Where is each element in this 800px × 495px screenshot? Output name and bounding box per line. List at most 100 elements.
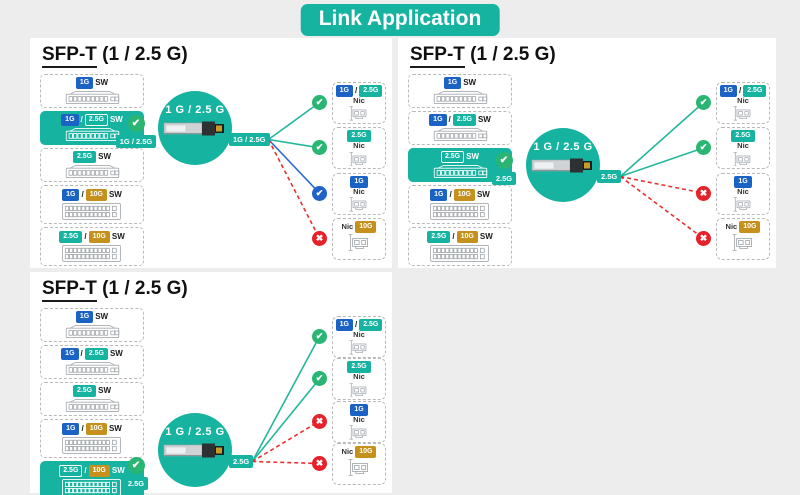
sfp-module-circle: 1 G / 2.5 G	[158, 413, 232, 487]
rate-badge-10G: 10G	[355, 220, 377, 234]
link-line-fail-red	[267, 139, 321, 239]
nic-card-icon	[349, 382, 367, 398]
heading-sfp-t: SFP-T	[42, 278, 97, 302]
page-title: Link Application	[300, 4, 500, 36]
nic-label-row: 1G	[350, 403, 368, 416]
link-ok-indicator: ✔ 2.5G	[480, 152, 528, 185]
nic-item-1G: ✖ 1G Nic	[696, 172, 770, 215]
heading-rate: (1 / 2.5 G)	[96, 44, 188, 65]
link-line-ok-green	[268, 101, 320, 141]
switch-label: SW	[108, 423, 122, 433]
switch-device-icon	[65, 165, 119, 179]
panel-heading: SFP-T (1 / 2.5 G)	[42, 44, 188, 68]
nic-item-1G-2.5G: ✔ 1G/2.5G Nic	[312, 316, 386, 358]
nic-label-row: 1G/2.5G	[335, 319, 383, 332]
nic-label-row: 2.5G	[731, 130, 755, 143]
link-line-ok-green	[251, 378, 321, 463]
switch-label: SW	[109, 115, 123, 125]
nic-label-row: 1G	[350, 175, 368, 188]
rate-badge-2.5G: 2.5G	[440, 151, 465, 164]
green-check-icon: ✔	[312, 329, 327, 344]
link-line-ok-green	[619, 101, 705, 178]
switch-label: SW	[111, 465, 125, 475]
link-ok-indicator: ✔ 1G / 2.5G	[112, 115, 160, 148]
negotiated-rate-badge: 2.5G	[491, 172, 517, 185]
nic-card-icon	[733, 106, 751, 121]
link-line-ok-green	[268, 138, 320, 149]
badge-separator: /	[84, 465, 87, 475]
nic-card-icon	[348, 459, 368, 476]
blue-check-icon: ✔	[312, 185, 327, 201]
switch-label: SW	[108, 189, 122, 199]
green-check-icon: ✔	[696, 95, 711, 110]
badge-separator: /	[80, 115, 83, 125]
rate-badge-2.5G: 2.5G	[347, 130, 371, 143]
badge-separator: /	[81, 423, 84, 433]
rate-badge-10G: 10G	[88, 230, 110, 243]
sfp-module-circle: 1 G / 2.5 G	[526, 128, 600, 202]
nic-label: Nic	[341, 446, 354, 456]
heading-rate: (1 / 2.5 G)	[464, 44, 556, 65]
green-check-icon: ✔	[495, 152, 513, 169]
green-check-icon: ✔	[312, 95, 327, 110]
green-check-icon: ✔	[312, 371, 327, 387]
sfp-transceiver-image	[163, 121, 224, 136]
rate-badge-1G: 1G	[61, 114, 79, 127]
nic-card-icon	[733, 197, 751, 212]
badge-separator: /	[80, 349, 83, 359]
red-cross-icon: ✖	[696, 230, 711, 246]
nic-label: Nic	[737, 96, 749, 106]
nic-item-2.5G: ✔ 2.5G Nic	[696, 127, 770, 170]
rate-badge-1G: 1G	[335, 319, 353, 332]
sfp-module-circle: 1 G / 2.5 G	[158, 91, 232, 165]
rate-badge-1G: 1G	[443, 77, 462, 90]
heading-rate: (1 / 2.5 G)	[96, 278, 188, 299]
nic-card-icon	[349, 425, 367, 440]
switch-device-icon	[65, 399, 119, 413]
module-rate-label: 1 G / 2.5 G	[533, 141, 593, 153]
rate-badge-2.5G: 2.5G	[359, 319, 383, 332]
link-line-ok-green	[620, 147, 704, 178]
connection-lines	[251, 336, 321, 465]
badge-separator: /	[449, 189, 452, 199]
connection-lines	[267, 101, 321, 239]
nic-box: 1G/2.5G Nic	[716, 82, 770, 124]
panel-heading: SFP-T (1 / 2.5 G)	[410, 44, 556, 68]
nic-box: 1G Nic	[332, 172, 386, 215]
nic-label: Nic	[725, 221, 738, 231]
switch-label: SW	[95, 78, 109, 88]
rate-badge-2.5G: 2.5G	[452, 114, 476, 127]
rate-badge-2.5G: 2.5G	[731, 130, 755, 143]
heading-sfp-t: SFP-T	[42, 44, 97, 68]
rate-badge-1G: 1G	[62, 422, 80, 435]
nic-label: Nic	[353, 96, 365, 106]
switch-device-icon	[65, 325, 119, 339]
rate-badge-1G: 1G	[75, 311, 94, 324]
nic-label-row: 1G/2.5G	[719, 85, 767, 98]
rate-badge-2.5G: 2.5G	[743, 85, 767, 98]
module-rate-label: 1 G / 2.5 G	[165, 426, 225, 438]
green-check-icon: ✔	[696, 140, 711, 156]
nic-item-1G: ✖ 1G Nic	[312, 400, 386, 443]
